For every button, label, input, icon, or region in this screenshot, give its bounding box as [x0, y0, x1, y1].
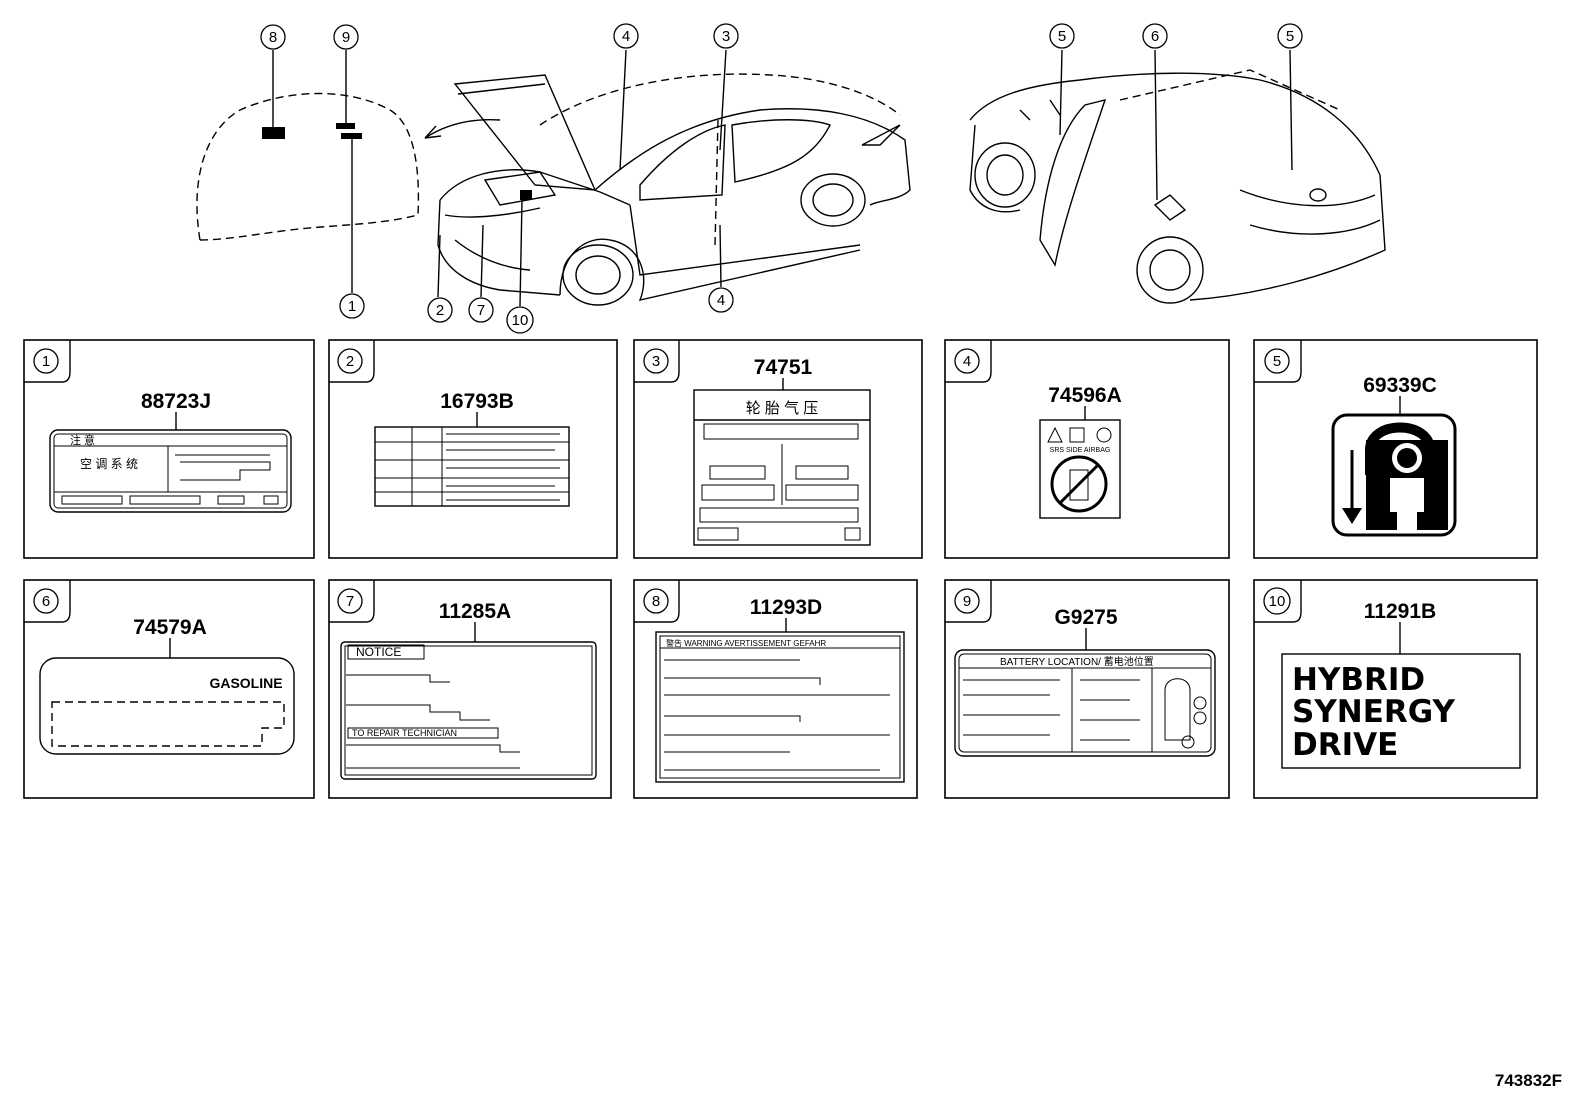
svg-text:1: 1 [42, 353, 50, 370]
panel-6: 6 74579A GASOLINE [23, 579, 315, 799]
part-number-11291B: 11291B [1364, 600, 1436, 623]
svg-text:注 意: 注 意 [70, 433, 95, 447]
hood-drawing [196, 50, 501, 293]
svg-text:TO REPAIR TECHNICIAN: TO REPAIR TECHNICIAN [352, 728, 457, 738]
panel-8: 8 11293D 警告 WARNING AVERTISSEMENT GEFAHR [633, 579, 918, 799]
panel-10: 10 11291B HYBRID SYNERGY DRIVE [1253, 579, 1538, 799]
part-number-74751: 74751 [754, 356, 813, 379]
callout-8: 8 [269, 29, 277, 46]
svg-text:7: 7 [346, 593, 354, 610]
svg-text:SRS SIDE AIRBAG: SRS SIDE AIRBAG [1050, 447, 1111, 454]
callout-4a: 4 [622, 28, 630, 45]
svg-text:5: 5 [1273, 353, 1281, 370]
part-number-11285A: 11285A [439, 600, 511, 623]
svg-text:4: 4 [963, 353, 971, 370]
panel-1: 1 88723J 注 意 空 调 系 统 [23, 339, 315, 559]
svg-text:9: 9 [963, 593, 971, 610]
callout-9: 9 [342, 29, 350, 46]
panel-4: 4 74596A SRS SIDE AIRBAG [944, 339, 1230, 559]
svg-text:HYBRID: HYBRID [1292, 662, 1425, 698]
svg-text:DRIVE: DRIVE [1292, 727, 1398, 763]
panel-9: 9 G9275 BATTERY LOCATION/ 蓄电池位置 [944, 579, 1230, 799]
diagram-id: 743832F [1494, 1071, 1562, 1090]
part-number-69339C: 69339C [1363, 374, 1437, 397]
svg-text:SYNERGY: SYNERGY [1292, 694, 1456, 730]
svg-text:10: 10 [1269, 593, 1286, 610]
svg-text:GASOLINE: GASOLINE [209, 675, 282, 691]
callout-3: 3 [722, 28, 730, 45]
part-number-74579A: 74579A [133, 616, 207, 639]
top-callouts: 8 9 1 4 3 4 2 7 10 5 6 5 [260, 23, 1303, 334]
callout-10: 10 [512, 312, 529, 329]
panel-3: 3 74751 轮 胎 气 压 [633, 339, 923, 559]
callout-7: 7 [477, 302, 485, 319]
callout-4b: 4 [717, 292, 725, 309]
part-number-74596A: 74596A [1048, 384, 1122, 407]
svg-text:警告 WARNING AVERTISSEMENT GE: 警告 WARNING AVERTISSEMENT GEFAHR [666, 638, 826, 648]
svg-text:6: 6 [42, 593, 50, 610]
callout-5a: 5 [1058, 28, 1066, 45]
part-number-16793B: 16793B [440, 390, 514, 413]
callout-6: 6 [1151, 28, 1159, 45]
part-number-88723J: 88723J [141, 390, 211, 413]
svg-text:NOTICE: NOTICE [356, 645, 401, 659]
svg-text:3: 3 [652, 353, 660, 370]
panel-2: 2 16793B [328, 339, 618, 559]
rear-car-drawing [969, 49, 1386, 304]
part-number-G9275: G9275 [1054, 606, 1117, 629]
part-number-11293D: 11293D [750, 596, 822, 619]
front-car-drawing [437, 49, 911, 307]
svg-text:2: 2 [346, 353, 354, 370]
panel-5: 5 69339C [1253, 339, 1538, 559]
panel-7: 7 11285A NOTICE TO REPAIR TECHNICIAN [328, 579, 612, 799]
svg-text:空 调 系 统: 空 调 系 统 [80, 457, 138, 471]
callout-2: 2 [436, 302, 444, 319]
callout-5b: 5 [1286, 28, 1294, 45]
callout-1: 1 [348, 298, 356, 315]
svg-text:BATTERY LOCATION/ 蓄电池位置: BATTERY LOCATION/ 蓄电池位置 [1000, 655, 1154, 668]
svg-text:轮 胎 气 压: 轮 胎 气 压 [746, 400, 819, 417]
svg-text:8: 8 [652, 593, 660, 610]
